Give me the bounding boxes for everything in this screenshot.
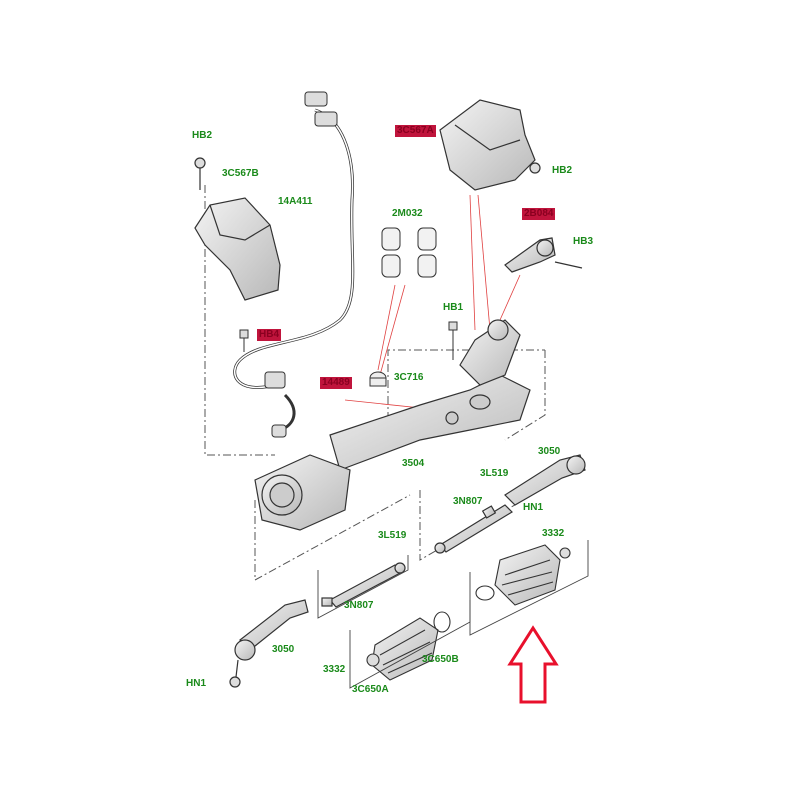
label-grommet: 3C716 [394,372,424,383]
label-hb4: HB4 [257,329,282,341]
shield-left [194,157,281,301]
label-connector: 14489 [320,377,352,389]
right-boot [475,544,571,606]
label-shield-left: 3C567B [222,168,259,179]
label-mount-bracket: 2B084 [522,208,556,220]
left-boot [366,611,451,681]
harness-connectors [264,91,338,438]
mount-bracket [504,237,583,273]
label-clamp-a: 3C650A [352,684,389,695]
bolt-hb1 [448,321,458,360]
label-bushings: 2M032 [392,208,423,219]
group-boxes [317,540,589,689]
label-rack: 3504 [402,458,425,469]
right-tie-rod [434,454,586,554]
left-tie-rod-end [229,599,309,688]
label-clamp-b: 3C650B [422,654,459,665]
label-hn1-right: HN1 [523,502,544,513]
label-hb2-left: HB2 [192,130,213,141]
label-rod-right: 3L519 [480,468,509,479]
leader-lines [344,194,521,411]
rack-assembly [254,319,531,531]
label-shield-top: 3C567A [395,125,436,137]
label-rod-left: 3L519 [378,530,407,541]
label-hb1: HB1 [443,302,464,313]
bolt-hb4 [239,329,249,352]
shield-top [439,99,541,191]
label-nut-right: 3N807 [453,496,483,507]
red-up-arrow-icon [507,625,559,704]
label-boot-right: 3332 [542,528,565,539]
label-harness: 14A411 [278,196,313,207]
label-boot-left: 3332 [323,664,346,675]
label-hb2-right: HB2 [552,165,573,176]
grommet [369,371,387,387]
left-tie-rod [321,562,406,608]
label-tie-end-right: 3050 [538,446,561,457]
label-nut-left: 3N807 [344,600,374,611]
label-hb3: HB3 [573,236,594,247]
bushings-set [381,227,437,278]
label-hn1-left: HN1 [186,678,207,689]
boundary-lines [204,185,576,581]
label-tie-end-left: 3050 [272,644,295,655]
